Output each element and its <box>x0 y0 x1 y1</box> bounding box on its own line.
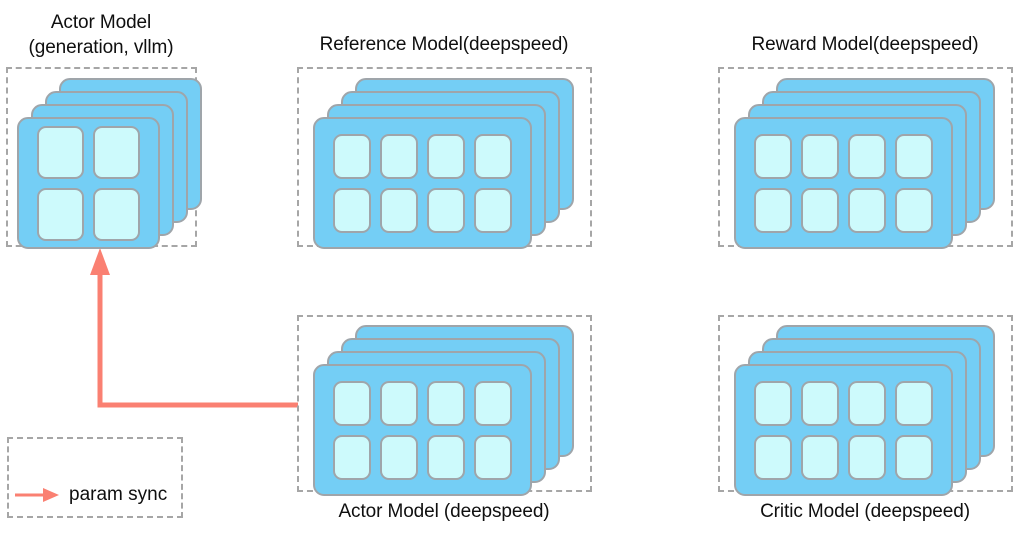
gpu-chip <box>754 133 792 179</box>
gpu-chip <box>333 434 371 480</box>
group-title-actor-vllm: Actor Model (generation, vllm) <box>28 12 174 58</box>
legend-label-param-sync: param sync <box>69 484 168 505</box>
gpu-chip <box>895 133 933 179</box>
param-sync-arrow-path <box>90 248 298 408</box>
gpu-chip <box>333 133 371 179</box>
gpu-chip <box>474 187 512 233</box>
card-layer-1-front <box>313 364 532 496</box>
gpu-chip <box>848 133 886 179</box>
gpu-chip <box>380 434 418 480</box>
gpu-chip <box>848 187 886 233</box>
gpu-chip <box>895 434 933 480</box>
gpu-chip <box>380 380 418 426</box>
gpu-chip <box>37 125 84 179</box>
card-layer-1-front <box>734 117 953 249</box>
param-sync-arrow-icon <box>15 488 59 502</box>
group-title-reference: Reference Model(deepspeed) <box>319 34 569 55</box>
gpu-chip <box>380 133 418 179</box>
gpu-chip <box>801 187 839 233</box>
gpu-chip <box>895 187 933 233</box>
gpu-chip <box>801 380 839 426</box>
legend-box: param sync <box>7 437 183 518</box>
gpu-chip <box>801 133 839 179</box>
group-title-critic: Critic Model (deepspeed) <box>760 501 970 522</box>
gpu-chip <box>474 133 512 179</box>
group-title-reward: Reward Model(deepspeed) <box>751 34 979 55</box>
card-layer-1-front <box>734 364 953 496</box>
gpu-chip <box>754 434 792 480</box>
gpu-chip <box>427 133 465 179</box>
gpu-chip <box>93 125 140 179</box>
gpu-chip <box>474 434 512 480</box>
gpu-chip <box>848 434 886 480</box>
gpu-chip <box>333 380 371 426</box>
gpu-chip <box>474 380 512 426</box>
gpu-chip <box>333 187 371 233</box>
gpu-chip <box>848 380 886 426</box>
gpu-chip <box>380 187 418 233</box>
gpu-chip <box>895 380 933 426</box>
gpu-chip <box>427 434 465 480</box>
gpu-chip <box>754 187 792 233</box>
gpu-chip <box>37 187 84 241</box>
gpu-chip <box>754 380 792 426</box>
gpu-chip <box>427 187 465 233</box>
legend-entry-param-sync: param sync <box>15 484 167 506</box>
gpu-chip <box>93 187 140 241</box>
card-layer-1-front <box>313 117 532 249</box>
card-layer-1-front <box>17 117 160 249</box>
gpu-chip <box>427 380 465 426</box>
gpu-chip <box>801 434 839 480</box>
group-title-actor-deepspeed: Actor Model (deepspeed) <box>338 501 550 522</box>
